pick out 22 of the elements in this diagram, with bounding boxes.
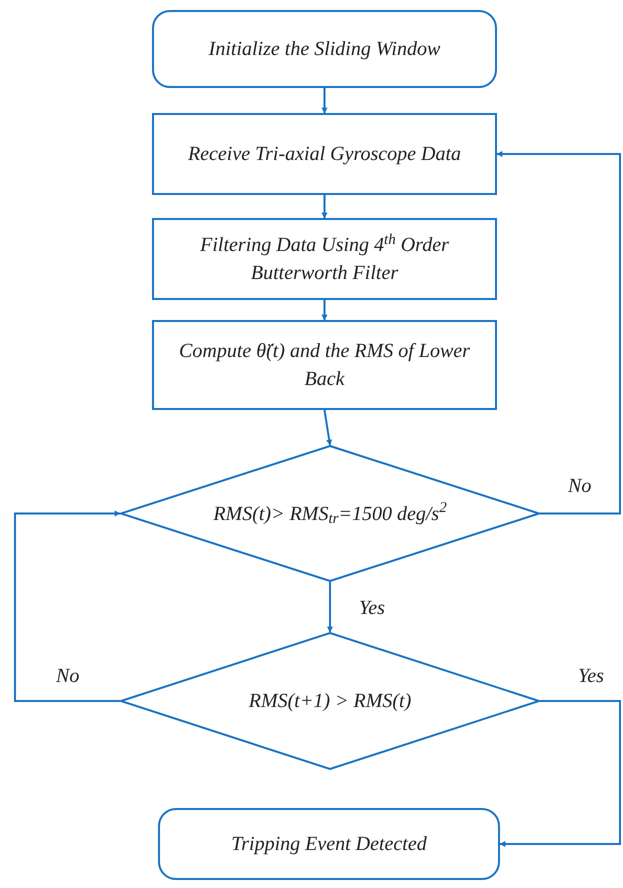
step-text: Tripping Event Detected: [231, 832, 427, 857]
process-box: [152, 320, 497, 410]
process-box: [152, 218, 497, 300]
step-text: Compute θ̈(t) and the RMS of Lower Back: [178, 339, 471, 392]
arrow: [322, 300, 328, 321]
arrow: [322, 195, 328, 219]
step-text: Initialize the Sliding Window: [208, 37, 440, 62]
terminal-box: [158, 808, 500, 880]
arrow: [14, 510, 121, 702]
step-text: Filtering Data Using 4$^{th}$ Order Butterworth Filter: [199, 231, 450, 286]
arrow: [499, 700, 621, 847]
process-box: [152, 113, 497, 195]
step-text: RMS(t)> RMS$_{tr}$=1500 deg/s$^{2}$: [213, 500, 447, 528]
step-text: Receive Tri-axial Gyroscope Data: [188, 142, 462, 167]
arrow: [496, 151, 621, 514]
arrow: [322, 88, 328, 114]
step-text: RMS(t+1) > RMS(t): [248, 689, 412, 714]
arrow: [327, 582, 333, 633]
decision-diamond: [120, 632, 540, 770]
arrow: [324, 410, 332, 446]
terminal-box: [152, 10, 497, 88]
decision-diamond: [120, 445, 540, 582]
